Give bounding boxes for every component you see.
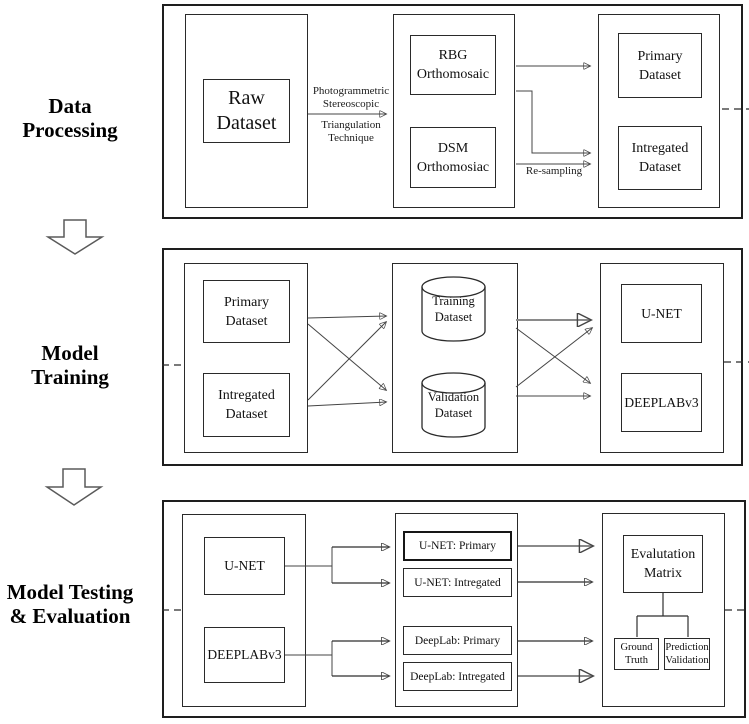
stage3-model-group [182,514,306,707]
stage1-title: Data Processing [22,94,118,142]
node-deeplab-s3: DEEPLABv3 [204,627,285,683]
node-unet-integrated: U-NET: Intregated [403,568,512,597]
stage1-outer-box [162,4,743,219]
node-unet-s3: U-NET [204,537,285,595]
node-validation-dataset: Validation Dataset [427,390,480,420]
node-integrated-dataset-s1: Intregated Dataset [618,126,702,190]
node-primary-dataset-s1: Primary Dataset [618,33,702,98]
node-ground-truth: Ground Truth [614,638,659,670]
node-unet-primary: U-NET: Primary [403,531,512,561]
node-deeplab-s2: DEEPLABv3 [621,373,702,432]
node-raw-dataset: Raw Dataset [203,79,290,143]
node-unet-s2: U-NET [621,284,702,343]
stage3-evaluation-group [602,513,725,707]
stage1-input-group [185,14,308,208]
stage3-title: Model Testing & Evaluation [6,580,134,628]
stage2-title: Model Training [31,341,109,389]
stage2-outer-box [162,248,743,466]
stage2-model-group [600,263,724,453]
resampling-label: Re-sampling [525,165,583,177]
down-block-arrow-icon-1 [45,219,105,255]
node-integrated-dataset-s2: Intregated Dataset [203,373,290,437]
node-dsm-orthomosaic: DSM Orthomosiac [410,127,496,188]
stage1-orthomosaic-group [393,14,515,208]
node-training-dataset: Training Dataset [432,294,475,324]
stage3-test-group [395,513,518,707]
stage2-input-group [184,263,308,453]
node-deeplab-primary: DeepLab: Primary [403,626,512,655]
node-deeplab-integrated: DeepLab: Intregated [403,662,512,691]
photogrammetric-label: Photogrammetric Stereoscopic [312,85,390,110]
stage2-dataset-group [392,263,518,453]
stage3-outer-box [162,500,746,718]
stage1-output-group [598,14,720,208]
node-primary-dataset-s2: Primary Dataset [203,280,290,343]
node-rbg-orthomosaic: RBG Orthomosaic [410,35,496,95]
node-prediction-validation: Prediction Validation [664,638,710,670]
node-evaluation-matrix: Evalutation Matrix [623,535,703,593]
down-block-arrow-icon-2 [44,468,104,506]
triangulation-label: Triangulation Technique [321,119,381,144]
